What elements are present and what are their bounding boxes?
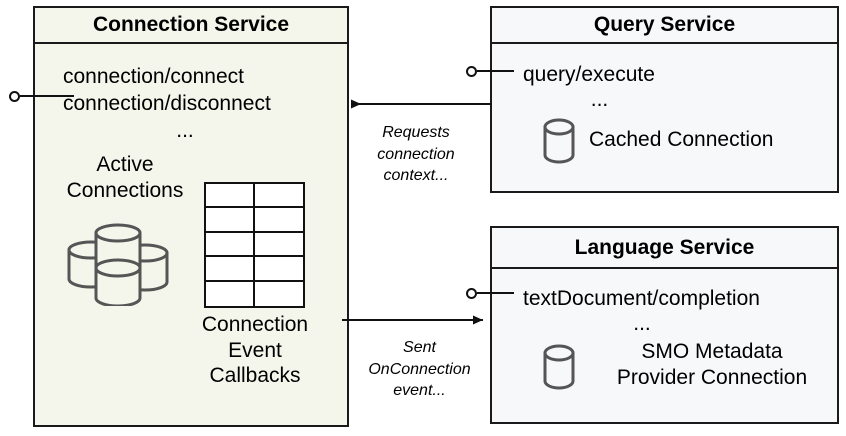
connection-service-operation-disconnect[interactable]: connection/disconnect [63, 92, 271, 115]
cached-connection-label: Cached Connection [589, 128, 774, 151]
database-cylinder-icon [540, 342, 578, 397]
grid-cell [254, 184, 303, 209]
grid-cell [254, 281, 303, 306]
grid-cell [254, 257, 303, 282]
grid-cell [254, 232, 303, 258]
arrow-label-line2: OnConnection [368, 360, 471, 378]
interface-circle-icon [466, 287, 477, 299]
interface-stem [20, 95, 74, 97]
grid-cell [206, 232, 255, 258]
interface-stem [477, 292, 514, 294]
callbacks-label-line3: Callbacks [209, 364, 301, 388]
query-service-provided-interface[interactable] [466, 61, 514, 81]
active-connections-label-line2: Connections [66, 178, 184, 202]
smo-metadata-provider-connection-label: SMO Metadata Provider Connection [592, 339, 832, 390]
component-connection-service[interactable]: Connection Service connection/connect co… [33, 6, 349, 427]
grid-cell [254, 208, 303, 233]
resource-label-line2: Provider Connection [616, 365, 808, 389]
active-connections-label: Active Connections [45, 152, 205, 203]
resource-label-line1: SMO Metadata [641, 340, 783, 363]
grid-cell [206, 208, 255, 233]
language-service-provided-interface[interactable] [466, 283, 514, 303]
interface-circle-icon [9, 90, 20, 102]
arrow-label-line1: Requests [382, 124, 450, 141]
arrow-label-line2: connection [377, 145, 455, 163]
database-cluster-icon [57, 222, 179, 311]
interface-stem [477, 70, 514, 72]
database-cylinder-icon [540, 116, 578, 171]
database-cylinder-icon-svg [543, 118, 575, 164]
arrow-label-requests-connection-context: Requests connection context... [356, 122, 476, 187]
arrow-connection-to-language [342, 315, 483, 325]
callbacks-label-line2: Event [228, 338, 282, 362]
grid-cell [206, 184, 255, 209]
arrow-label-line3: context... [383, 167, 449, 185]
arrow-label-sent-onconnection-event: Sent OnConnection event... [352, 337, 487, 402]
connection-service-title: Connection Service [35, 8, 347, 44]
interface-circle-icon [466, 65, 477, 77]
component-query-service[interactable]: Query Service query/execute ... Cached C… [490, 6, 839, 193]
query-service-operations-ellipsis: ... [590, 88, 609, 111]
connection-service-operation-connect[interactable]: connection/connect [63, 65, 244, 88]
query-service-title: Query Service [492, 8, 837, 44]
connection-service-operations-ellipsis: ... [176, 119, 194, 142]
arrow-label-line3: event... [393, 382, 446, 400]
grid-cell [206, 257, 255, 282]
language-service-operation-completion[interactable]: textDocument/completion [523, 287, 760, 310]
connection-service-provided-interface[interactable] [9, 86, 74, 106]
table-grid-icon [204, 182, 305, 308]
database-cluster-icon-svg [67, 223, 169, 308]
arrow-label-line1: Sent [403, 339, 436, 356]
grid-cell [206, 281, 255, 306]
component-language-service[interactable]: Language Service textDocument/completion… [490, 226, 839, 424]
callbacks-label-line1: Connection [201, 313, 309, 336]
arrow-query-to-connection [351, 99, 490, 109]
active-connections-label-line1: Active [96, 153, 154, 176]
language-service-operations-ellipsis: ... [633, 312, 651, 335]
database-cylinder-icon-svg [543, 344, 575, 390]
connection-event-callbacks-label: Connection Event Callbacks [175, 312, 335, 389]
language-service-title: Language Service [492, 228, 837, 269]
query-service-operation-execute[interactable]: query/execute [523, 63, 655, 86]
